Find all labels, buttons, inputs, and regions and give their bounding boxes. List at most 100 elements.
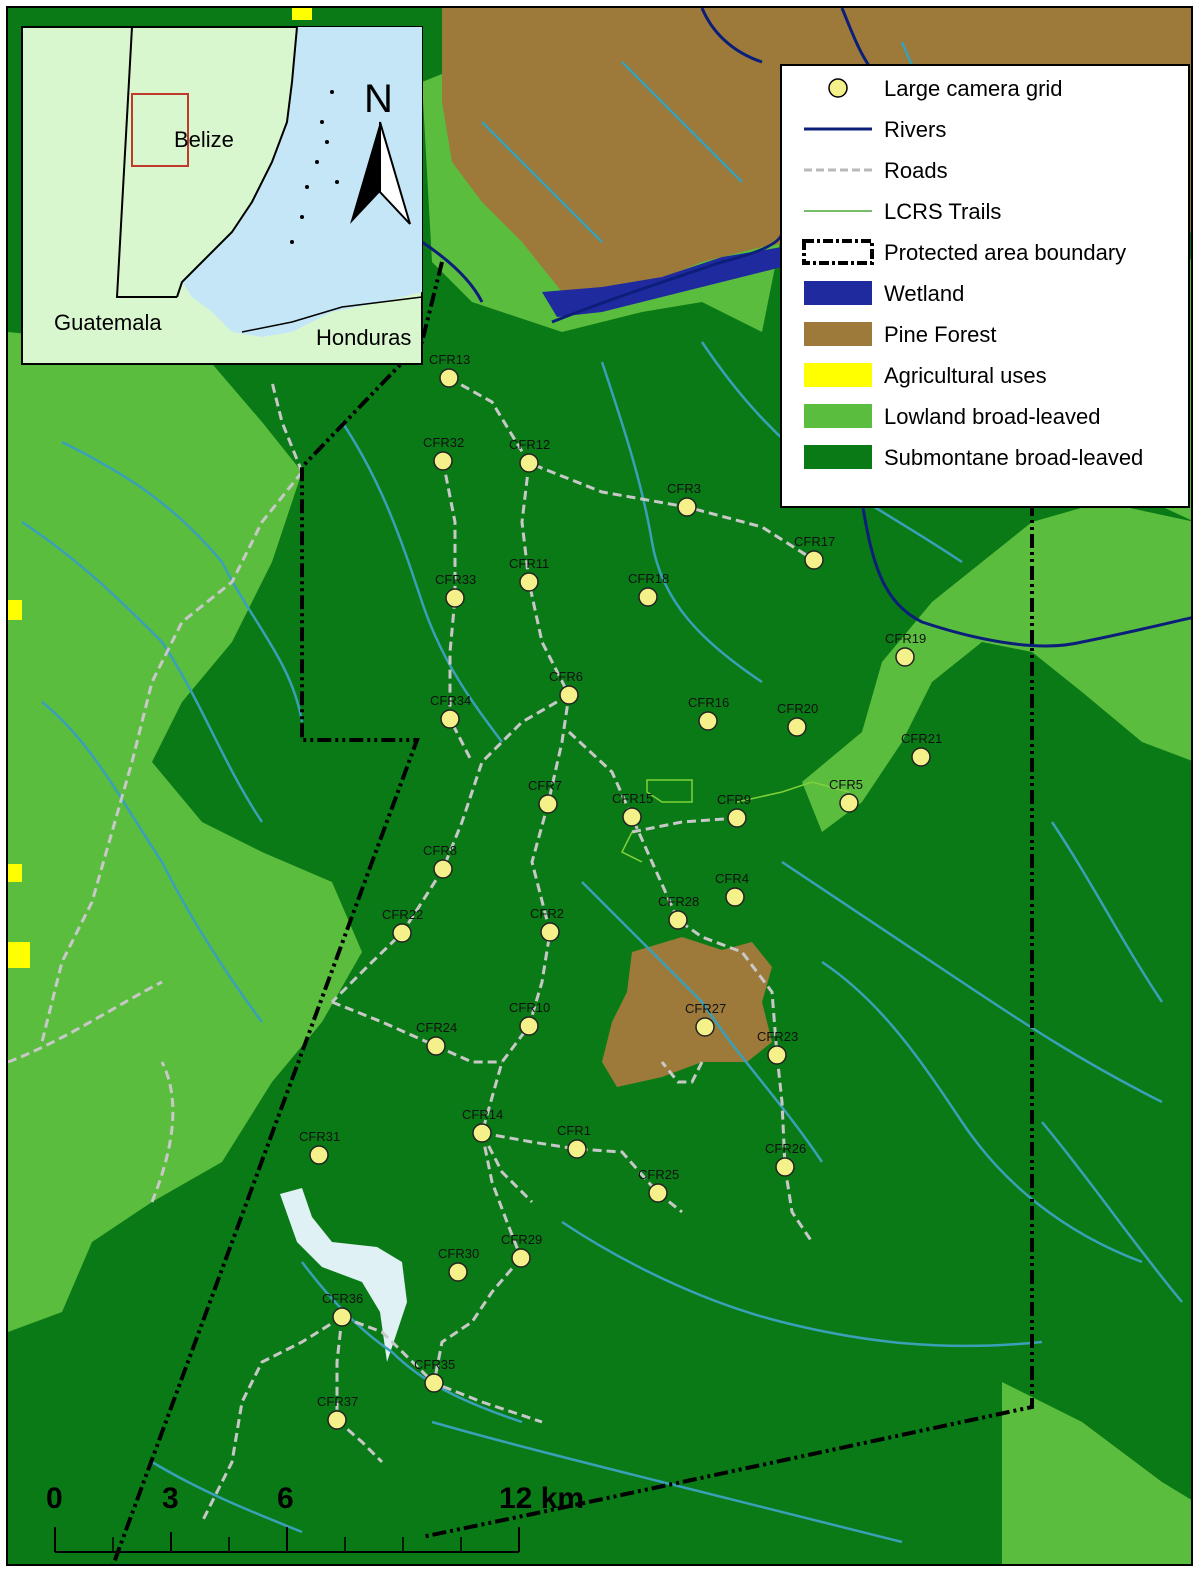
camera-label: CFR12 (509, 437, 550, 452)
camera-marker (519, 453, 539, 473)
river (431, 1420, 903, 1544)
major-river (860, 501, 1191, 648)
cay (315, 160, 319, 164)
lowland-south (1002, 1382, 1191, 1564)
camera-marker (439, 368, 459, 388)
agri-patch (8, 600, 22, 620)
camera-point-cfr18: CFR18 (628, 571, 669, 607)
north-label: N (364, 77, 393, 121)
cay (290, 240, 294, 244)
inset-cays (290, 90, 339, 244)
river (41, 701, 264, 1023)
river (581, 881, 824, 1163)
camera-label: CFR25 (638, 1167, 679, 1182)
camera-marker (433, 451, 453, 471)
inset-coastline (176, 26, 298, 298)
camera-marker (538, 794, 558, 814)
camera-label: CFR28 (658, 894, 699, 909)
inset-honduras-border (241, 296, 423, 333)
camera-marker (787, 717, 807, 737)
camera-label: CFR8 (423, 843, 457, 858)
cay (325, 140, 329, 144)
camera-point-cfr26: CFR26 (765, 1141, 806, 1177)
camera-point-cfr31: CFR31 (299, 1129, 340, 1165)
cay (330, 90, 334, 94)
camera-marker (677, 497, 697, 517)
river (1050, 821, 1164, 1003)
major-river (700, 8, 763, 64)
camera-marker (727, 808, 747, 828)
camera-marker (309, 1145, 329, 1165)
camera-marker (445, 588, 465, 608)
camera-label: CFR34 (430, 693, 471, 708)
camera-point-cfr35: CFR35 (414, 1357, 455, 1393)
camera-marker (804, 550, 824, 570)
submontane-swatch-icon (804, 445, 872, 469)
legend-label: LCRS Trails (884, 199, 1002, 224)
camera-point-cfr2: CFR2 (530, 906, 564, 942)
camera-point-cfr30: CFR30 (438, 1246, 479, 1282)
camera-label: CFR33 (435, 572, 476, 587)
camera-point-cfr27: CFR27 (685, 1001, 726, 1037)
road-dash-icon (804, 168, 872, 172)
camera-marker (472, 1123, 492, 1143)
camera-marker (519, 572, 539, 592)
north-arrow-icon (350, 122, 380, 224)
legend-label: Large camera grid (884, 76, 1063, 101)
study-area-box (131, 93, 189, 167)
cay (300, 215, 304, 219)
agri-patch (8, 864, 22, 882)
legend-label: Protected area boundary (884, 240, 1127, 265)
legend-item-pine: Pine Forest (782, 314, 1188, 355)
camera-marker (895, 647, 915, 667)
camera-label: CFR29 (501, 1232, 542, 1247)
boundary-box-icon (802, 239, 874, 265)
road (432, 1257, 543, 1424)
river (621, 61, 743, 183)
road (631, 816, 738, 834)
camera-marker (519, 1016, 539, 1036)
legend: Large camera grid Rivers Roads LCRS Trai… (780, 64, 1190, 508)
inset-label-honduras: Honduras (316, 325, 411, 350)
camera-marker (698, 711, 718, 731)
reservoir (280, 1188, 407, 1362)
camera-marker (839, 793, 859, 813)
road (8, 980, 163, 1064)
road (341, 1315, 436, 1385)
camera-label: CFR21 (901, 731, 942, 746)
river (61, 440, 304, 723)
camera-point-cfr8: CFR8 (423, 843, 457, 879)
cay (320, 120, 324, 124)
river (821, 960, 1143, 1264)
camera-point-cfr13: CFR13 (429, 352, 470, 388)
road (150, 1061, 175, 1203)
camera-point-cfr15: CFR15 (612, 791, 653, 827)
river-line-icon (804, 127, 872, 131)
camera-marker (638, 587, 658, 607)
river (301, 1261, 523, 1424)
camera-label: CFR11 (509, 556, 549, 571)
road (40, 471, 304, 1043)
camera-label: CFR14 (462, 1107, 503, 1122)
inset-border (115, 26, 177, 298)
river (21, 520, 264, 823)
scale-label-0: 0 (46, 1482, 63, 1515)
camera-marker (775, 1157, 795, 1177)
road (660, 1061, 704, 1084)
legend-label: Roads (884, 158, 948, 183)
river (340, 421, 504, 743)
camera-label: CFR20 (777, 701, 818, 716)
agri-patch (292, 8, 312, 20)
camera-label: CFR26 (765, 1141, 806, 1156)
camera-label: CFR37 (317, 1394, 358, 1409)
scale-label-12km: 12 km (499, 1482, 584, 1515)
scale-label-3: 3 (162, 1482, 179, 1515)
camera-marker (725, 887, 745, 907)
camera-point-cfr4: CFR4 (715, 871, 749, 907)
camera-label: CFR15 (612, 791, 653, 806)
road (448, 376, 815, 562)
camera-point-cfr21: CFR21 (901, 731, 942, 767)
road (480, 1132, 523, 1259)
road (200, 1315, 343, 1523)
